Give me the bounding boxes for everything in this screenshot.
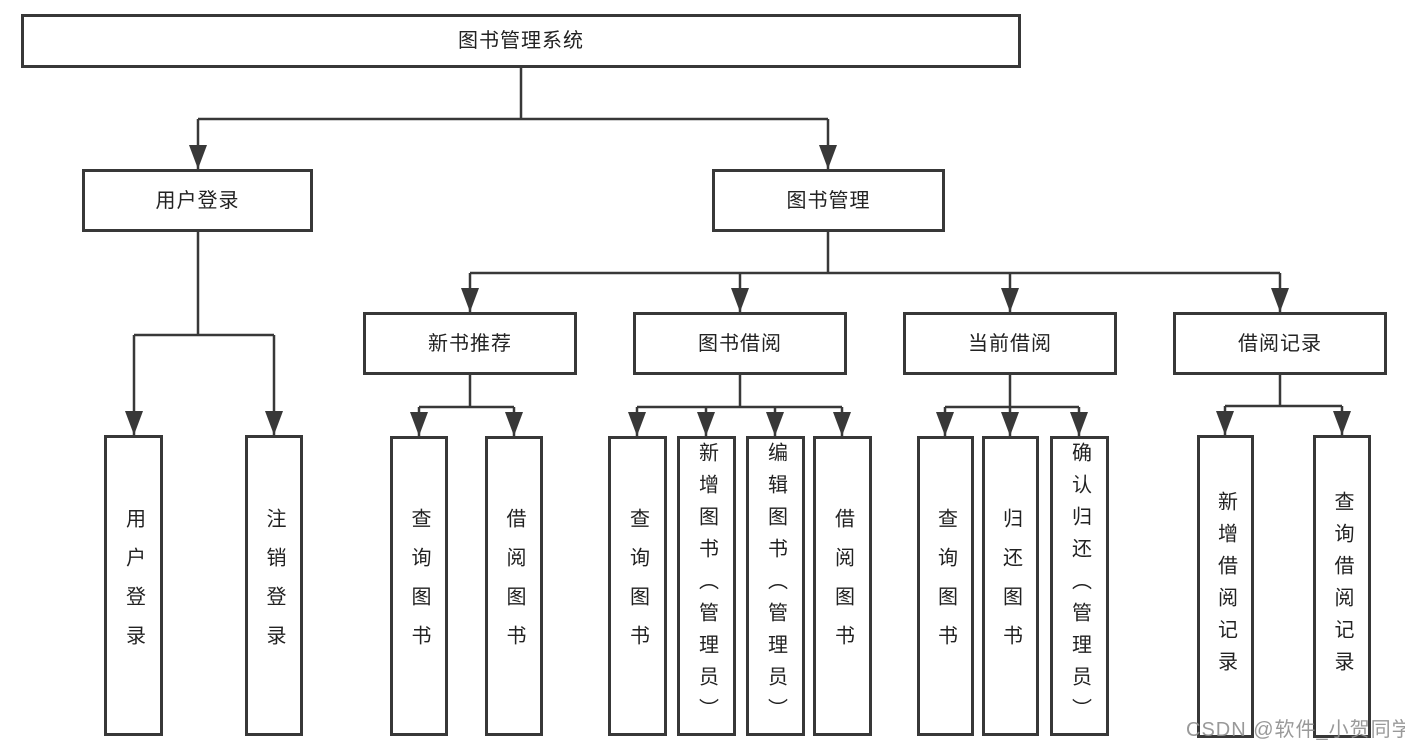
connector-book-management-children	[461, 232, 1289, 312]
node-label: 确认归还（管理员）	[1068, 442, 1091, 730]
node-label: 图书管理	[786, 189, 871, 212]
node-label: 借阅图书	[503, 508, 525, 664]
node-new-book-recommend: 新书推荐	[363, 312, 577, 375]
node-book-borrow: 图书借阅	[633, 312, 847, 375]
node-label: 查询图书	[408, 508, 430, 664]
connector-book-borrow-children	[628, 375, 851, 436]
node-borrow-records: 借阅记录	[1173, 312, 1387, 375]
leaf-newbook-query-books: 查询图书	[390, 436, 448, 736]
watermark-text: CSDN @软件_小贺同学	[1186, 719, 1405, 741]
node-label: 借阅记录	[1238, 332, 1322, 355]
connector-user-login-children	[125, 232, 283, 435]
leaf-records-add-record: 新增借阅记录	[1197, 435, 1254, 738]
leaf-borrow-query-books: 查询图书	[608, 436, 667, 736]
connector-current-borrow-children	[936, 375, 1088, 436]
node-book-management: 图书管理	[712, 169, 945, 232]
node-current-borrow: 当前借阅	[903, 312, 1117, 375]
leaf-current-query-books: 查询图书	[917, 436, 974, 736]
connector-new-book-children	[410, 375, 523, 436]
node-library-system: 图书管理系统	[21, 14, 1021, 68]
leaf-records-query-record: 查询借阅记录	[1313, 435, 1371, 738]
leaf-newbook-borrow-books: 借阅图书	[485, 436, 543, 736]
leaf-current-confirm-return-admin: 确认归还（管理员）	[1050, 436, 1109, 736]
leaf-logout: 注销登录	[245, 435, 303, 736]
node-label: 查询图书	[934, 508, 957, 664]
connector-borrow-records-children	[1216, 375, 1351, 435]
node-label: 查询图书	[626, 508, 649, 664]
leaf-borrow-edit-books-admin: 编辑图书（管理员）	[746, 436, 805, 736]
leaf-current-return-books: 归还图书	[982, 436, 1039, 736]
node-label: 编辑图书（管理员）	[764, 442, 787, 730]
node-label: 新书推荐	[428, 332, 512, 355]
node-user-login: 用户登录	[82, 169, 313, 232]
leaf-borrow-borrow-books: 借阅图书	[813, 436, 872, 736]
node-label: 新增借阅记录	[1214, 490, 1237, 683]
node-label: 注销登录	[263, 507, 285, 664]
node-label: 新增图书（管理员）	[695, 442, 718, 730]
node-label: 图书借阅	[698, 332, 782, 355]
leaf-user-login: 用户登录	[104, 435, 163, 736]
node-label: 用户登录	[122, 507, 145, 664]
node-label: 图书管理系统	[458, 30, 584, 52]
node-label: 归还图书	[999, 508, 1022, 664]
node-label: 用户登录	[155, 189, 240, 212]
leaf-borrow-add-books-admin: 新增图书（管理员）	[677, 436, 736, 736]
connector-root-to-level2	[189, 68, 837, 169]
node-label: 查询借阅记录	[1331, 490, 1353, 683]
node-label: 当前借阅	[968, 332, 1052, 355]
node-label: 借阅图书	[831, 508, 854, 664]
